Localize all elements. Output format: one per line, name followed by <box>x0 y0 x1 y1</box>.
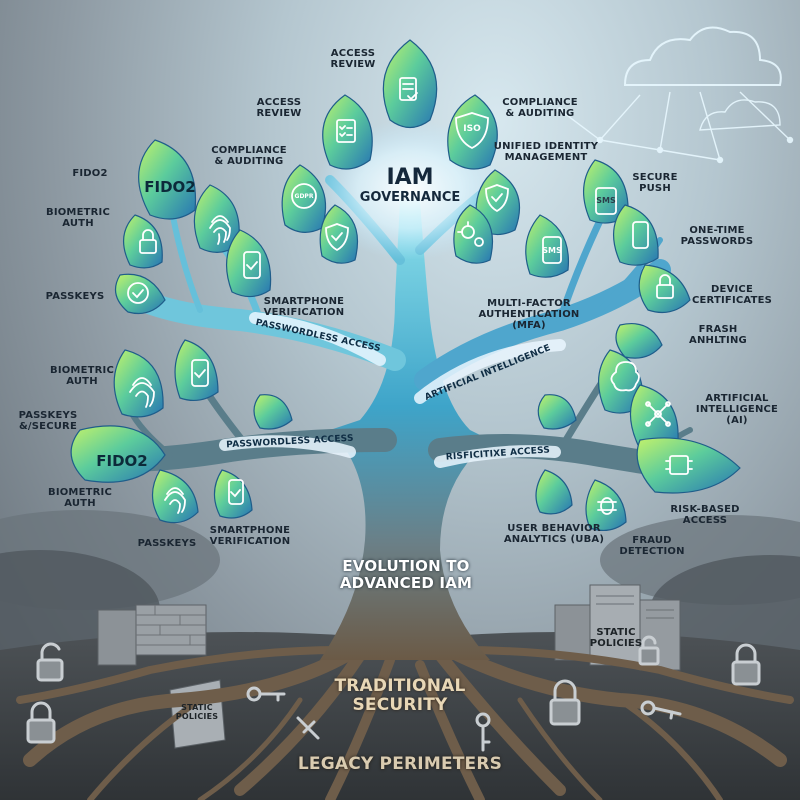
broken-padlock-icon-right <box>638 635 660 666</box>
root-label-traditional: TRADITIONAL SECURITY <box>334 676 466 715</box>
shield-check-icon <box>485 184 509 213</box>
key-icon-left <box>246 686 286 702</box>
open-padlock-icon-left <box>36 642 64 682</box>
label-uba: USER BEHAVIOR ANALYTICS (UBA) <box>503 523 605 545</box>
governance-subtitle: GOVERNANCE <box>359 190 461 205</box>
label-compliance-right: COMPLIANCE & AUDITING <box>502 97 578 119</box>
padlock-icon-ground-right <box>731 643 761 686</box>
eu-stars-badge-icon <box>291 183 317 209</box>
branch-banner-paths <box>219 312 566 468</box>
shield-check-small-icon <box>325 223 349 252</box>
key-icon-right <box>640 700 682 720</box>
label-static-policies-left: STATIC POLICIES <box>175 703 219 721</box>
smartphone-check-icon-upper <box>243 251 261 279</box>
clipboard-checklist-icon <box>336 119 356 143</box>
ground-padlocks-and-keys <box>26 635 761 752</box>
check-circle-icon <box>127 282 149 304</box>
governance-title: IAM <box>386 165 434 190</box>
phone-sms-icon-a <box>595 187 617 215</box>
label-device-certificates: DEVICE CERTIFICATES <box>691 284 773 306</box>
fingerprint-icon-mid <box>129 377 155 408</box>
smartphone-check-icon-lower <box>228 479 244 505</box>
trunk <box>320 200 490 660</box>
brain-icon <box>610 361 640 392</box>
shield-iso-icon <box>455 112 489 150</box>
sms-text-a: SMS <box>596 196 616 205</box>
sms-text-b: SMS <box>542 246 562 255</box>
label-fido2: FIDO2 <box>72 168 108 179</box>
leaf-icons <box>127 77 693 515</box>
fido2-leaf-lower: FIDO2 <box>96 452 148 470</box>
smartphone-icon <box>632 221 649 249</box>
phone-sms-icon-b <box>542 236 562 264</box>
key-icon-center <box>475 712 491 752</box>
label-smartphone-upper: SMARTPHONE VERIFICATION <box>263 296 345 318</box>
fingerprint-icon-upper <box>209 215 231 245</box>
label-biometric-upper: BIOMETRIC AUTH <box>45 207 111 229</box>
padlock-icon-right <box>656 274 674 299</box>
label-mfa: MULTI-FACTOR AUTHENTICATION (MFA) <box>478 298 580 331</box>
label-passkeys-lower: PASSKEYS <box>137 538 197 549</box>
ai-chip-icon <box>665 455 693 475</box>
leaves <box>70 39 741 532</box>
fingerprint-icon-lower <box>164 487 186 514</box>
padlock-icon-ground-center <box>549 679 581 726</box>
label-passkeys-upper: PASSKEYS <box>45 291 105 302</box>
label-access-review-top: ACCESS REVIEW <box>330 48 376 70</box>
label-biometric-lower: BIOMETRIC AUTH <box>47 487 113 509</box>
root-label-legacy: LEGACY PERIMETERS <box>297 754 503 774</box>
label-secure-push: SECURE PUSH <box>632 172 678 194</box>
padlock-icon-ground-left <box>26 701 56 744</box>
label-compliance-left: COMPLIANCE & AUDITING <box>211 145 287 167</box>
ground <box>0 632 800 800</box>
gdpr-badge: GDPR <box>294 193 314 200</box>
label-risk-based: RISK-BASED ACCESS <box>670 504 740 526</box>
bug-icon <box>597 497 617 515</box>
neural-network-icon <box>645 401 671 427</box>
iso-badge: ISO <box>463 124 481 134</box>
gears-icon <box>457 221 484 247</box>
label-smartphone-lower: SMARTPHONE VERIFICATION <box>209 525 291 547</box>
label-frash: FRASH ANHLTING <box>689 324 747 346</box>
server-racks <box>169 584 681 749</box>
label-passkeys-secure: PASSKEYS &/SECURE <box>18 410 78 432</box>
label-artificial-intelligence: ARTIFICIAL INTELLIGENCE (AI) <box>695 393 779 426</box>
padlock-icon-upper <box>139 229 157 254</box>
document-check-icon <box>399 77 418 101</box>
broken-key-icon <box>296 716 320 740</box>
label-fraud-detection: FRAUD DETECTION <box>619 535 685 557</box>
label-access-review-left: ACCESS REVIEW <box>256 97 302 119</box>
label-unified-identity: UNIFIED IDENTITY MANAGEMENT <box>493 141 599 163</box>
label-static-policies-right: STATIC POLICIES <box>589 627 643 649</box>
brick-walls <box>97 604 591 666</box>
smartphone-check-icon-mid <box>191 359 209 387</box>
trunk-label: EVOLUTION TO ADVANCED IAM <box>339 557 473 592</box>
cloud-network-icon <box>557 26 794 164</box>
fido2-leaf-upper: FIDO2 <box>144 178 196 196</box>
label-biometric-mid: BIOMETRIC AUTH <box>49 365 115 387</box>
label-one-time-passwords: ONE-TIME PASSWORDS <box>680 225 754 247</box>
